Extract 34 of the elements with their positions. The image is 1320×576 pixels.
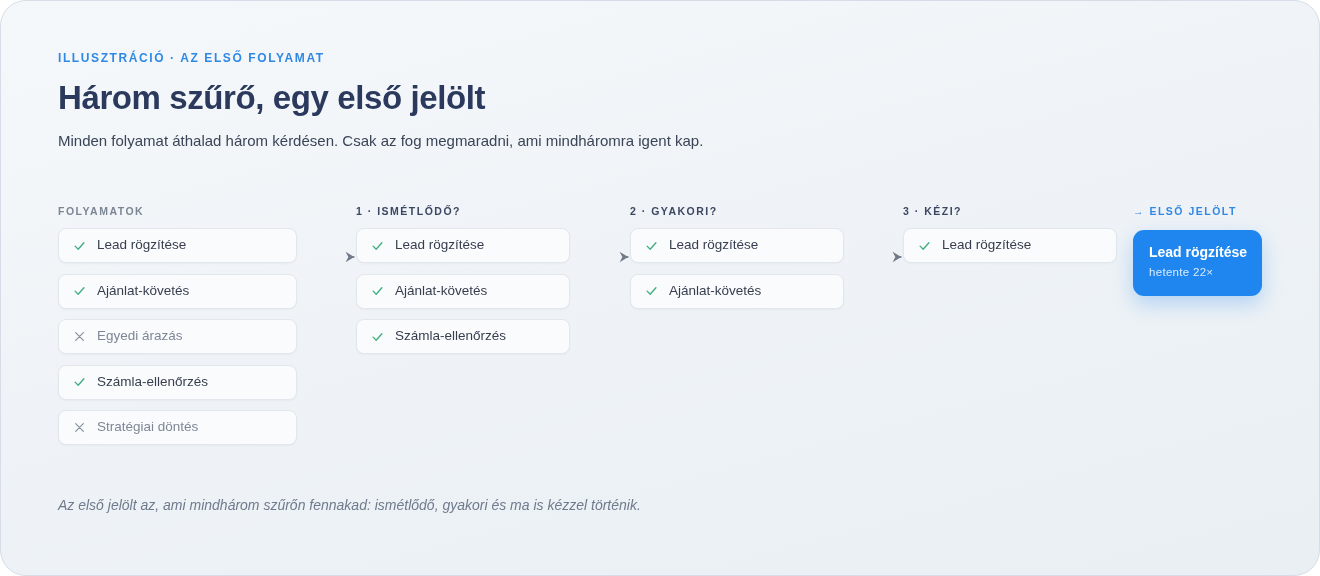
process-card — [58, 364, 297, 400]
process-name: Lead rögzítése — [97, 237, 187, 254]
process-name: Ajánlat-követés — [97, 282, 190, 300]
column-heading: 3 · KÉZI? — [903, 205, 962, 218]
subtitle-text: Minden folyamat áthalad három kérdésen. Csak az fog megmaradni, ami mindháromra igent kap. — [58, 132, 704, 150]
process-card — [58, 228, 297, 263]
column-heading: 2 · GYAKORI? — [630, 205, 718, 218]
process-card — [58, 319, 297, 354]
process-card — [356, 273, 570, 309]
eyebrow-text: ILLUSZTRÁCIÓ · AZ ELSŐ FOLYAMAT — [58, 51, 325, 66]
process-name: Számla-ellenőrzés — [97, 373, 209, 391]
process-name: Stratégiai döntés — [97, 419, 199, 436]
result-frequency: hetente 22× — [1149, 265, 1215, 280]
process-name: Ajánlat-követés — [669, 282, 762, 300]
result-card — [1133, 230, 1263, 296]
process-name: Számla-ellenőrzés — [395, 328, 507, 345]
process-card — [58, 273, 297, 309]
process-card — [356, 319, 570, 354]
column-heading: FOLYAMATOK — [58, 205, 145, 218]
caption-text: Az első jelölt az, ami mindhárom szűrőn fennakad: ismétlődő, gyakori és ma is kézzel történik. — [58, 497, 641, 514]
process-name: Egyedi árazás — [97, 328, 183, 345]
process-card — [903, 228, 1117, 263]
process-card — [356, 228, 570, 263]
process-name: Ajánlat-követés — [395, 282, 488, 300]
process-name: Lead rögzítése — [669, 237, 759, 254]
diagram-title: Három szűrő, egy első jelölt — [58, 78, 486, 118]
result-title: Lead rögzítése — [1149, 244, 1248, 261]
process-card — [630, 273, 844, 309]
column-heading: → ELSŐ JELÖLT — [1133, 205, 1237, 218]
process-card — [58, 410, 297, 445]
process-name: Lead rögzítése — [942, 237, 1032, 254]
process-card — [630, 228, 844, 263]
column-heading: 1 · ISMÉTLŐDŐ? — [356, 205, 461, 218]
process-name: Lead rögzítése — [395, 237, 485, 254]
